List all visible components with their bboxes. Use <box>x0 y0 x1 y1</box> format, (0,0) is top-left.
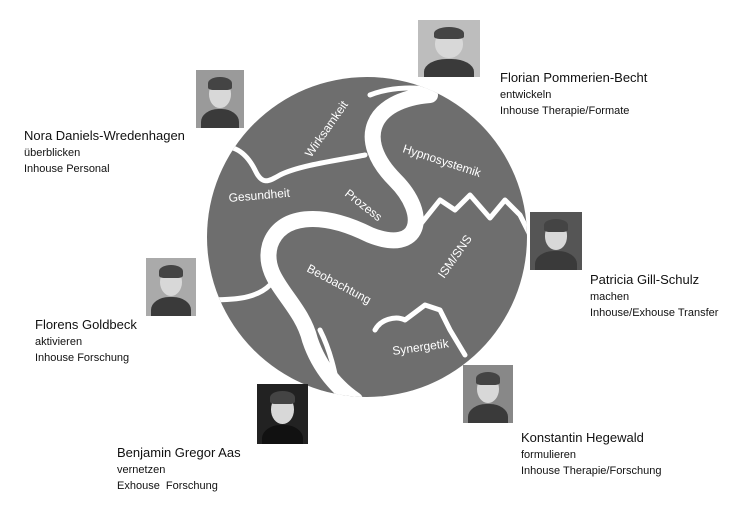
segment-label: Gesundheit <box>228 186 291 205</box>
person-benjamin: Benjamin Gregor Aas vernetzen Exhouse Fo… <box>117 444 241 494</box>
photo-konstantin <box>463 365 513 423</box>
person-name: Patricia Gill-Schulz <box>590 272 700 287</box>
boundary-wirksamkeit <box>207 143 368 184</box>
person-unit: Inhouse Therapie/Forschung <box>521 465 662 477</box>
photo-nora <box>196 70 244 128</box>
photo-florian <box>418 20 480 77</box>
person-role: machen <box>590 291 630 303</box>
person-name: Nora Daniels-Wredenhagen <box>24 128 185 143</box>
boundary-bottom <box>317 327 343 397</box>
person-patricia: Patricia Gill-Schulz machen Inhouse/Exho… <box>590 271 718 321</box>
person-role: überblicken <box>24 147 81 159</box>
person-unit: Inhouse Personal <box>24 163 110 175</box>
person-unit: Inhouse Therapie/Formate <box>500 105 630 117</box>
person-role: aktivieren <box>35 336 83 348</box>
photo-florens <box>146 258 196 316</box>
person-nora: Nora Daniels-Wredenhagen überblicken Inh… <box>24 127 185 177</box>
person-konstantin: Konstantin Hegewald formulieren Inhouse … <box>521 429 661 479</box>
river-s-curve <box>260 87 438 397</box>
person-name: Benjamin Gregor Aas <box>117 445 241 460</box>
boundary-synergetik <box>372 302 468 358</box>
person-role: entwickeln <box>500 89 552 101</box>
person-name: Florian Pommerien-Becht <box>500 70 648 85</box>
person-florens: Florens Goldbeck aktivieren Inhouse Fors… <box>35 316 137 366</box>
person-role: formulieren <box>521 449 577 461</box>
person-name: Florens Goldbeck <box>35 317 137 332</box>
person-florian: Florian Pommerien-Becht entwickeln Inhou… <box>500 69 647 119</box>
person-role: vernetzen <box>117 464 166 476</box>
boundary-ism <box>417 192 527 248</box>
person-name: Konstantin Hegewald <box>521 430 644 445</box>
person-unit: Inhouse Forschung <box>35 352 130 364</box>
photo-benjamin <box>257 384 308 444</box>
photo-patricia <box>530 212 582 270</box>
person-unit: Inhouse/Exhouse Transfer <box>590 307 719 319</box>
person-unit: Exhouse Forschung <box>117 480 218 492</box>
